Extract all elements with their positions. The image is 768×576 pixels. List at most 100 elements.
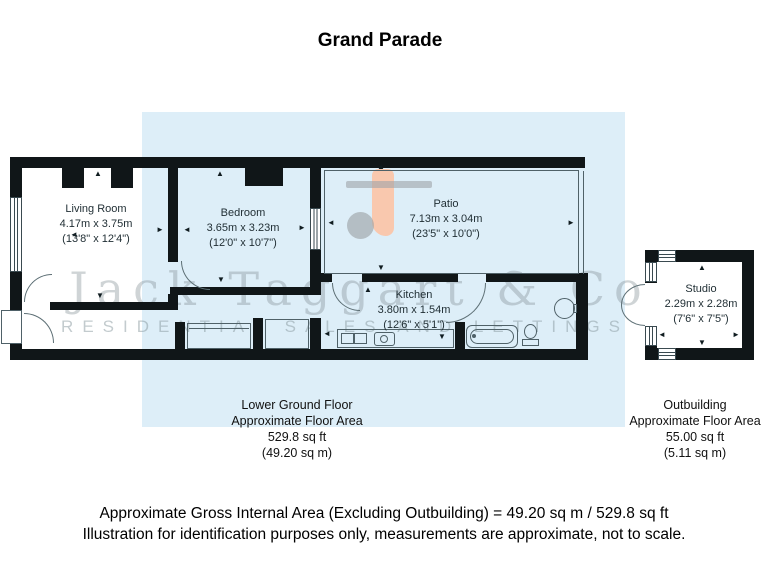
- dim-arrow-studio-down: ▼: [698, 338, 706, 347]
- wall-bottom: [10, 349, 588, 360]
- wall-bedroom-bottom: [170, 287, 321, 295]
- dim-arrow-patio-right: ►: [567, 218, 575, 227]
- dim-arrow-patio-left: ◄: [327, 218, 335, 227]
- bathtub-tap-icon: [472, 334, 476, 338]
- dim-arrow-bedroom-left: ◄: [183, 225, 191, 234]
- wall-living-bedroom-partition: [168, 168, 178, 262]
- wall-bedroom-right-upper: [310, 168, 321, 208]
- cooktop-icon: [374, 332, 395, 346]
- outbuilding-area-imperial: 55.00 sq ft: [665, 430, 725, 444]
- studio-wall-right: [742, 250, 754, 360]
- wall-corridor-pier-2: [253, 318, 263, 349]
- wall-kitchen-left-pier: [310, 318, 321, 349]
- studio-window-left-lower: [645, 326, 657, 346]
- toilet-cistern-icon: [522, 339, 539, 346]
- corridor-vault-1-shelf-line: [189, 328, 249, 329]
- dim-arrow-kitchen-up: ▲: [364, 285, 372, 294]
- bedroom-window: [310, 208, 321, 250]
- patio-imperial: (23'5" x 10'0"): [412, 228, 480, 240]
- company-logo-crossbar-icon: [346, 181, 432, 188]
- toilet-bowl-icon: [524, 324, 537, 339]
- sink-icon: [341, 333, 354, 344]
- living-room-window: [10, 197, 22, 272]
- basin-icon: [554, 298, 575, 319]
- footer-disclaimer: Approximate Gross Internal Area (Excludi…: [83, 503, 686, 545]
- entrance-porch: [1, 310, 22, 344]
- outbuilding-area-summary: Outbuilding Approximate Floor Area 55.00…: [629, 397, 760, 461]
- kitchen-label: Kitchen 3.80m x 1.54m (12'6" x 5'1"): [378, 288, 451, 333]
- studio-imperial: (7'6" x 7'5"): [673, 313, 729, 325]
- illustration-disclaimer-line: Illustration for identification purposes…: [82, 526, 686, 543]
- wall-patio-kitchen-a: [321, 273, 332, 282]
- studio-window-top: [658, 250, 676, 262]
- dim-arrow-patio-up: ▲: [377, 162, 385, 171]
- dim-arrow-kitchen-left: ◄: [323, 329, 331, 338]
- outbuilding-area-metric: (5.11 sq m): [663, 446, 727, 460]
- wall-living-bottom: [50, 302, 178, 310]
- wall-corridor-pier-1: [175, 322, 185, 349]
- outbuilding-area-subtitle: Approximate Floor Area: [629, 414, 761, 428]
- patio-label: Patio 7.13m x 3.04m (23'5" x 10'0"): [410, 197, 483, 242]
- main-area-summary: Lower Ground Floor Approximate Floor Are…: [231, 397, 362, 461]
- studio-label: Studio 2.29m x 2.28m (7'6" x 7'5"): [665, 282, 738, 327]
- corridor-vault-2: [265, 319, 309, 349]
- patio-metric: 7.13m x 3.04m: [409, 213, 483, 225]
- kitchen-name: Kitchen: [395, 289, 433, 301]
- bedroom-name: Bedroom: [220, 207, 266, 219]
- kitchen-counter: [337, 329, 454, 348]
- studio-window-bottom: [658, 348, 676, 360]
- living-room-imperial: (13'8" x 12'4"): [62, 233, 130, 245]
- outbuilding-area-title: Outbuilding: [663, 398, 727, 412]
- wall-kitchen-bath-pier: [455, 322, 465, 349]
- dim-arrow-patio-down: ▼: [377, 263, 385, 272]
- gross-internal-area-line: Approximate Gross Internal Area (Excludi…: [99, 505, 669, 522]
- kitchen-metric: 3.80m x 1.54m: [377, 304, 451, 316]
- main-area-subtitle: Approximate Floor Area: [231, 414, 363, 428]
- studio-metric: 2.29m x 2.28m: [664, 298, 738, 310]
- main-area-title: Lower Ground Floor: [241, 398, 353, 412]
- wall-right-lower: [576, 273, 588, 360]
- main-area-metric: (49.20 sq m): [261, 446, 333, 460]
- basin-tap-icon: [573, 304, 577, 313]
- sink-bowl-icon: [354, 333, 367, 344]
- wall-patio-kitchen-c: [486, 273, 576, 282]
- wall-top: [10, 157, 585, 168]
- dim-arrow-studio-left: ◄: [658, 330, 666, 339]
- dim-arrow-bedroom-right: ►: [298, 223, 306, 232]
- dim-arrow-studio-right: ►: [732, 330, 740, 339]
- patio-boundary: [324, 170, 579, 274]
- dim-arrow-living-left: ◄: [70, 230, 78, 239]
- bedroom-metric: 3.65m x 3.23m: [206, 222, 280, 234]
- living-room-metric: 4.17m x 3.75m: [59, 218, 133, 230]
- dim-arrow-bedroom-up: ▲: [216, 169, 224, 178]
- kitchen-imperial: (12'6" x 5'1"): [383, 319, 445, 331]
- wall-patio-kitchen-b: [362, 273, 458, 282]
- studio-door-opening: [645, 283, 657, 326]
- dim-arrow-living-right: ►: [156, 225, 164, 234]
- bedroom-imperial: (12'0" x 10'7"): [209, 237, 277, 249]
- living-room-name: Living Room: [65, 203, 127, 215]
- dim-arrow-kitchen-down: ▼: [438, 332, 446, 341]
- studio-name: Studio: [685, 283, 717, 295]
- chimney-breast-bedroom: [245, 168, 283, 186]
- patio-boundary-outer-line: [583, 171, 584, 274]
- corridor-vault-1: [187, 323, 251, 349]
- living-room-label: Living Room 4.17m x 3.75m (13'8" x 12'4"…: [60, 202, 133, 247]
- cooktop-burner-icon: [380, 335, 388, 343]
- main-area-imperial: 529.8 sq ft: [267, 430, 327, 444]
- company-logo-dot-icon: [347, 212, 374, 239]
- patio-name: Patio: [433, 198, 459, 210]
- bedroom-label: Bedroom 3.65m x 3.23m (12'0" x 10'7"): [207, 206, 280, 251]
- bathtub-inner: [470, 329, 514, 344]
- bathtub-icon: [466, 325, 518, 348]
- watermark-tagline: RESIDENTIAL SALES AND LETTINGS: [61, 317, 629, 336]
- wall-bedroom-right-lower: [310, 250, 321, 295]
- dim-arrow-living-down: ▼: [96, 291, 104, 300]
- dim-arrow-studio-up: ▲: [698, 263, 706, 272]
- dim-arrow-bedroom-down: ▼: [217, 275, 225, 284]
- page-title: Grand Parade: [317, 30, 443, 51]
- dim-arrow-living-up: ▲: [94, 169, 102, 178]
- living-room-door-arc: [24, 274, 52, 302]
- chimney-breast-living-1: [62, 168, 84, 188]
